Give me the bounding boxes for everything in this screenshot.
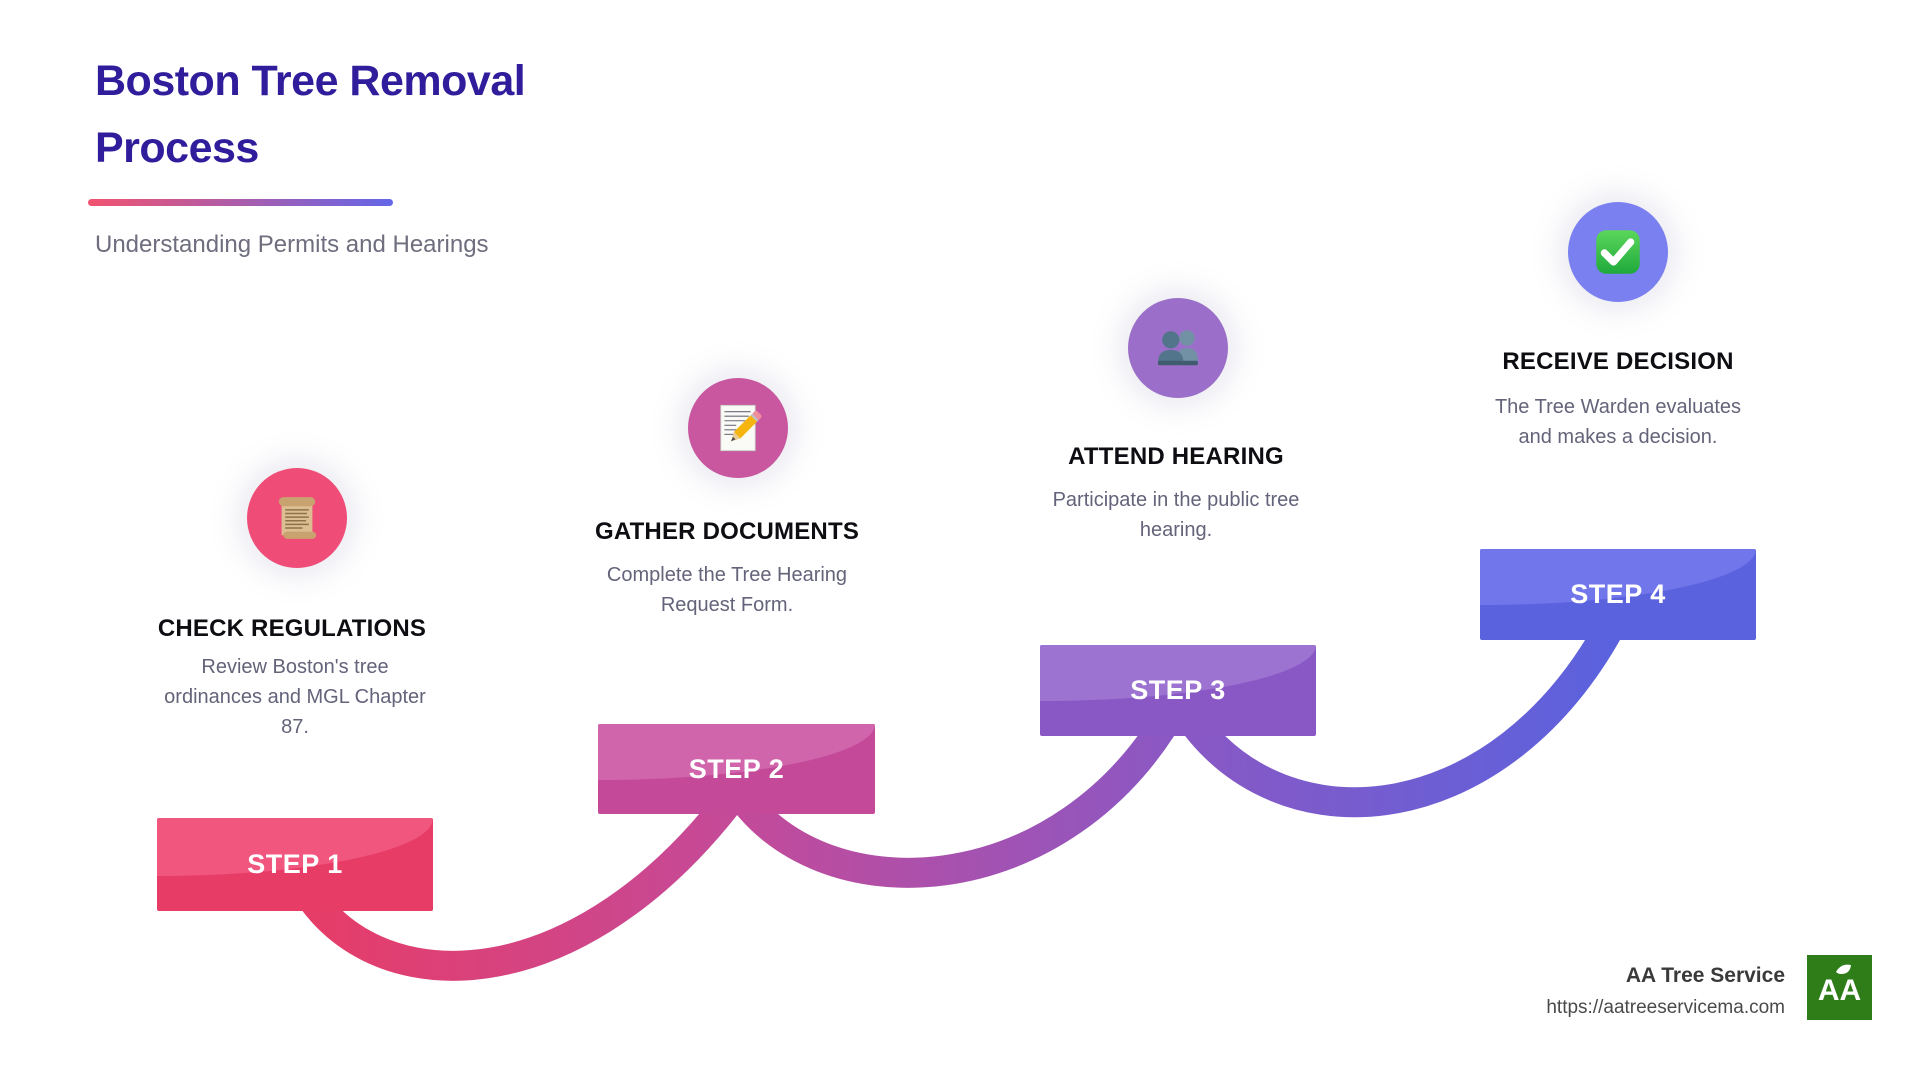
connector-arc-1 <box>281 782 748 981</box>
page-title: Boston Tree Removal Process <box>95 57 526 172</box>
leaf-icon <box>1836 964 1851 974</box>
connector-arc-3 <box>1164 605 1632 818</box>
company-logo: AA <box>1807 955 1872 1020</box>
page-subtitle: Understanding Permits and Hearings <box>95 231 489 258</box>
svg-text:AA: AA <box>1818 974 1861 1007</box>
connector-arc-2 <box>723 692 1192 888</box>
footer-url: https://aatreeservicema.com <box>1546 997 1785 1018</box>
aa-logo-icon: AA <box>1807 955 1872 1020</box>
title-underline <box>88 199 393 206</box>
footer-company-name: AA Tree Service <box>1625 964 1785 987</box>
